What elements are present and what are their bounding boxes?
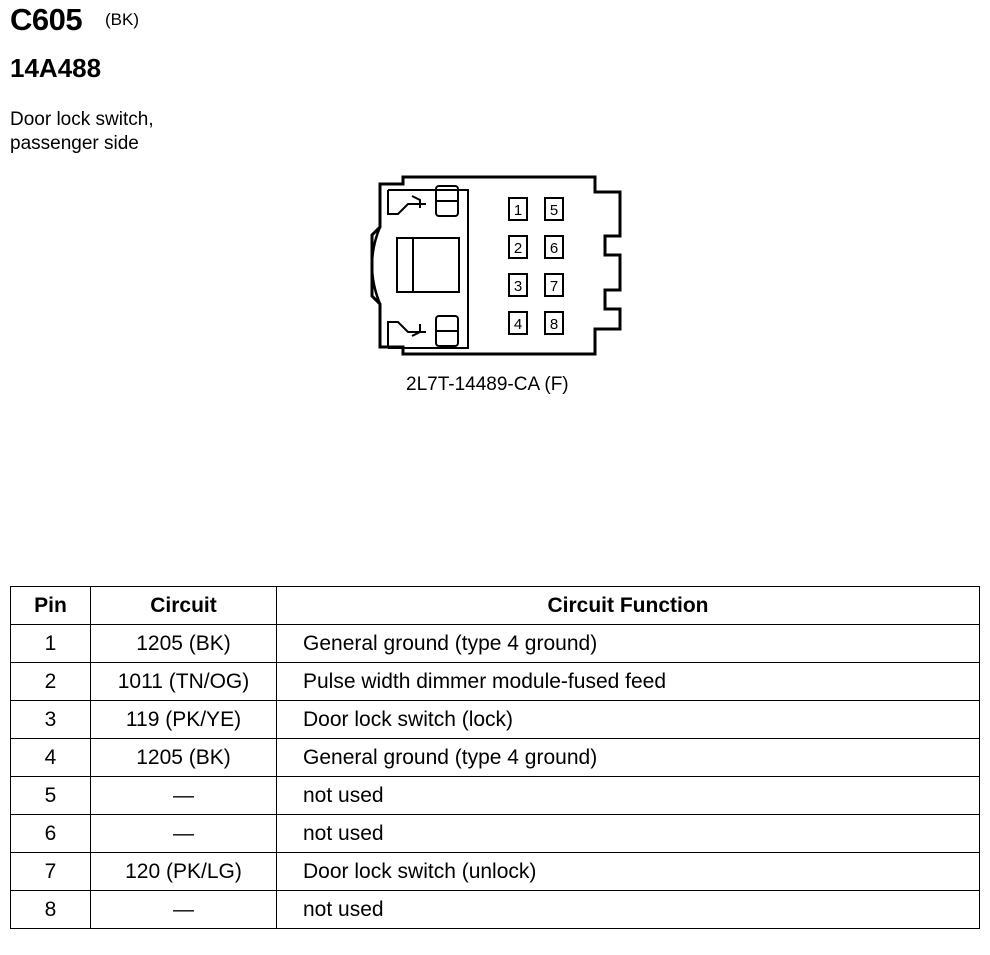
cell-pin: 5: [10, 776, 91, 815]
cell-pin: 8: [10, 890, 91, 929]
pin-box: [508, 197, 528, 221]
description-line-1: Door lock switch,: [10, 109, 154, 130]
cell-function: Pulse width dimmer module-fused feed: [276, 662, 980, 701]
cell-circuit: 1205 (BK): [90, 624, 277, 663]
locking-clip: [370, 226, 382, 305]
table-row: 7 120 (PK/LG) Door lock switch (unlock): [10, 852, 980, 891]
table-row: 4 1205 (BK) General ground (type 4 groun…: [10, 738, 980, 777]
connector-id: C605: [10, 2, 83, 37]
cell-pin: 2: [10, 662, 91, 701]
cell-pin: 1: [10, 624, 91, 663]
pin-cavity-2: 2: [508, 235, 528, 259]
cell-circuit: 120 (PK/LG): [90, 852, 277, 891]
cell-pin: 4: [10, 738, 91, 777]
pin-number-label: 6: [550, 240, 558, 257]
pin-box: [544, 235, 564, 259]
latch-block: [396, 237, 460, 293]
table-row: 1 1205 (BK) General ground (type 4 groun…: [10, 624, 980, 663]
pin-cavities: 1 2 3 4 5 6 7 8: [508, 197, 564, 335]
pin-box: [544, 273, 564, 297]
pin-table: Pin Circuit Circuit Function 1 1205 (BK)…: [10, 586, 980, 929]
cell-function: not used: [276, 776, 980, 815]
cell-circuit: —: [90, 776, 277, 815]
pin-cavity-8: 8: [544, 311, 564, 335]
connector-face-diagram: 1 2 3 4 5 6 7 8: [370, 175, 622, 356]
component-description: Door lock switch, passenger side: [10, 108, 154, 156]
pin-box: [544, 311, 564, 335]
cell-pin: 7: [10, 852, 91, 891]
component-part-number: 14A488: [10, 53, 102, 83]
header-pin: Pin: [10, 586, 91, 625]
pin-number-label: 8: [550, 316, 558, 333]
cell-circuit: 1205 (BK): [90, 738, 277, 777]
pin-box: [508, 235, 528, 259]
cell-function: Door lock switch (unlock): [276, 852, 980, 891]
cell-function: Door lock switch (lock): [276, 700, 980, 739]
pin-cavity-1: 1: [508, 197, 528, 221]
pin-cavity-4: 4: [508, 311, 528, 335]
cell-function: not used: [276, 814, 980, 853]
cell-circuit: 119 (PK/YE): [90, 700, 277, 739]
cell-pin: 3: [10, 700, 91, 739]
pin-number-label: 2: [514, 240, 522, 257]
cell-function: General ground (type 4 ground): [276, 738, 980, 777]
table-row: 8 — not used: [10, 890, 980, 929]
table-row: 3 119 (PK/YE) Door lock switch (lock): [10, 700, 980, 739]
pin-number-label: 5: [550, 202, 558, 219]
pin-cavity-3: 3: [508, 273, 528, 297]
connector-part-number: 2L7T-14489-CA (F): [406, 374, 569, 395]
latch-area-outline: [388, 189, 469, 349]
cell-function: General ground (type 4 ground): [276, 624, 980, 663]
pin-cavity-6: 6: [544, 235, 564, 259]
pin-number-label: 7: [550, 278, 558, 295]
header-circuit: Circuit: [90, 586, 277, 625]
header-circuit-function: Circuit Function: [276, 586, 980, 625]
description-line-2: passenger side: [10, 133, 139, 154]
table-row: 6 — not used: [10, 814, 980, 853]
cell-circuit: 1011 (TN/OG): [90, 662, 277, 701]
pin-number-label: 1: [514, 202, 522, 219]
table-row: 2 1011 (TN/OG) Pulse width dimmer module…: [10, 662, 980, 701]
cell-circuit: —: [90, 890, 277, 929]
pin-cavity-5: 5: [544, 197, 564, 221]
pin-cavity-7: 7: [544, 273, 564, 297]
table-row: 5 — not used: [10, 776, 980, 815]
pin-number-label: 3: [514, 278, 522, 295]
pin-box: [544, 197, 564, 221]
cell-function: not used: [276, 890, 980, 929]
pin-box: [508, 311, 528, 335]
cell-circuit: —: [90, 814, 277, 853]
table-header-row: Pin Circuit Circuit Function: [10, 586, 980, 625]
connector-color: (BK): [105, 10, 139, 29]
pin-box: [508, 273, 528, 297]
cell-pin: 6: [10, 814, 91, 853]
pin-number-label: 4: [514, 316, 522, 333]
